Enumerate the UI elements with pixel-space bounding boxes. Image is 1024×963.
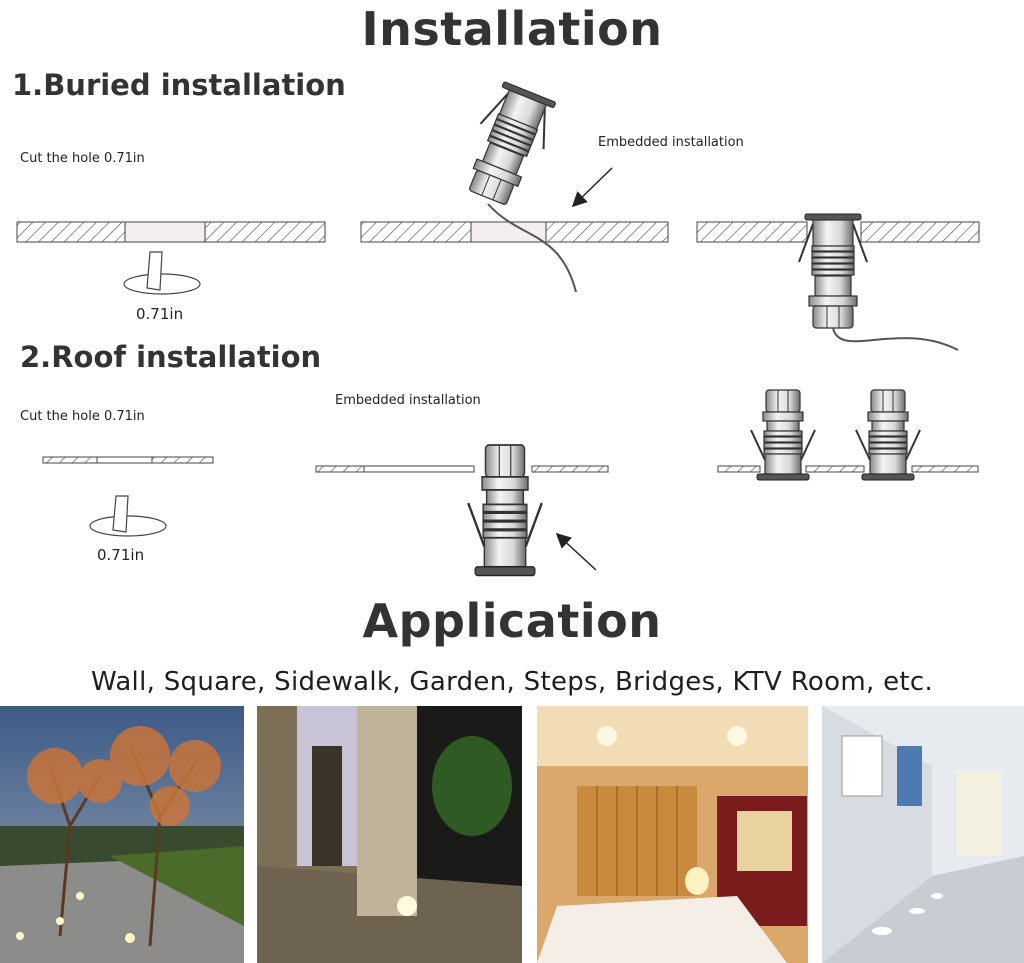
- buried-arrow: [571, 167, 613, 208]
- buried-cut-label: Cut the hole 0.71in: [20, 151, 145, 166]
- application-uses: Wall, Square, Sidewalk, Garden, Steps, B…: [90, 667, 934, 697]
- buried-board-installed: [696, 221, 980, 243]
- buried-board-hole: [16, 221, 326, 243]
- buried-board-insert: [360, 221, 669, 243]
- installation-title: Installation: [361, 2, 663, 56]
- buried-cable: [487, 203, 577, 293]
- roof-lamp-installed-right: [855, 389, 921, 481]
- roof-embedded-label: Embedded installation: [335, 393, 481, 408]
- roof-board-insert: [315, 465, 609, 473]
- buried-lamp-installed: [798, 213, 868, 329]
- photo-garden: [0, 706, 244, 963]
- roof-cut-label: Cut the hole 0.71in: [20, 409, 145, 424]
- buried-cable-installed: [832, 327, 959, 351]
- buried-dim-label: 0.71in: [136, 305, 184, 323]
- roof-lamp-installed-left: [750, 389, 816, 481]
- buried-embedded-label: Embedded installation: [598, 135, 744, 150]
- roof-dim-label: 0.71in: [97, 546, 145, 564]
- photo-pillars: [257, 706, 522, 963]
- roof-drill-icon: [89, 495, 167, 537]
- roof-arrow: [555, 532, 597, 571]
- buried-heading: 1.Buried installation: [12, 68, 346, 102]
- roof-board-installed: [717, 465, 979, 473]
- roof-lamp-inserting: [466, 443, 544, 577]
- buried-lamp-tilted: [454, 78, 563, 212]
- installation-diagrams: [16, 78, 980, 577]
- roof-heading: 2.Roof installation: [20, 340, 322, 374]
- roof-board-hole: [42, 456, 214, 464]
- application-title: Application: [362, 594, 662, 648]
- photo-bedroom: [537, 706, 808, 963]
- buried-drill-icon: [123, 251, 201, 295]
- photo-corridor: [822, 706, 1024, 963]
